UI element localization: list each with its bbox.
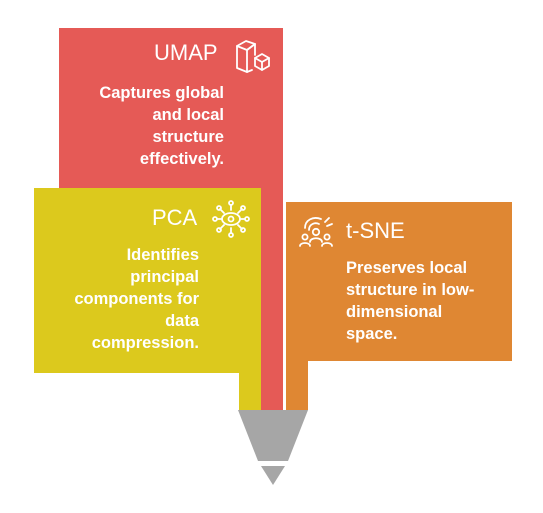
people-cluster-icon <box>297 212 335 250</box>
pca-description-line: compression. <box>91 334 199 352</box>
pca-description: Identifies principal components for data… <box>44 244 199 354</box>
umap-description-line: structure <box>152 128 224 146</box>
funnel-lower-segment <box>261 466 285 485</box>
pca-panel <box>34 188 261 373</box>
tsne-description: Preserves local structure in low- dimens… <box>346 257 506 345</box>
tsne-stem <box>286 361 308 410</box>
tsne-description-line: space. <box>346 325 398 343</box>
funnel-upper-segment <box>238 410 308 461</box>
pca-description-line: Identifies <box>126 246 199 264</box>
pca-description-line: principal <box>130 268 199 286</box>
tsne-description-line: structure in low- <box>346 281 475 299</box>
umap-description-line: and local <box>152 106 224 124</box>
umap-panel <box>59 28 283 188</box>
pca-title: PCA <box>152 205 198 230</box>
cube-in-box-icon <box>234 38 272 74</box>
pca-stem <box>239 373 261 410</box>
umap-description-line: effectively. <box>139 150 224 168</box>
tsne-description-line: dimensional <box>346 303 443 321</box>
tsne-panel <box>286 202 512 361</box>
funnel-tip <box>238 410 308 485</box>
umap-title: UMAP <box>154 40 218 65</box>
umap-description: Captures global and local structure effe… <box>72 82 224 170</box>
tsne-title: t-SNE <box>346 218 405 243</box>
umap-stem <box>261 188 283 410</box>
pca-description-line: components for <box>74 290 199 308</box>
eye-network-icon <box>211 199 251 239</box>
umap-description-line: Captures global <box>99 84 224 102</box>
tsne-description-line: Preserves local <box>346 259 468 277</box>
pca-description-line: data <box>165 312 199 330</box>
